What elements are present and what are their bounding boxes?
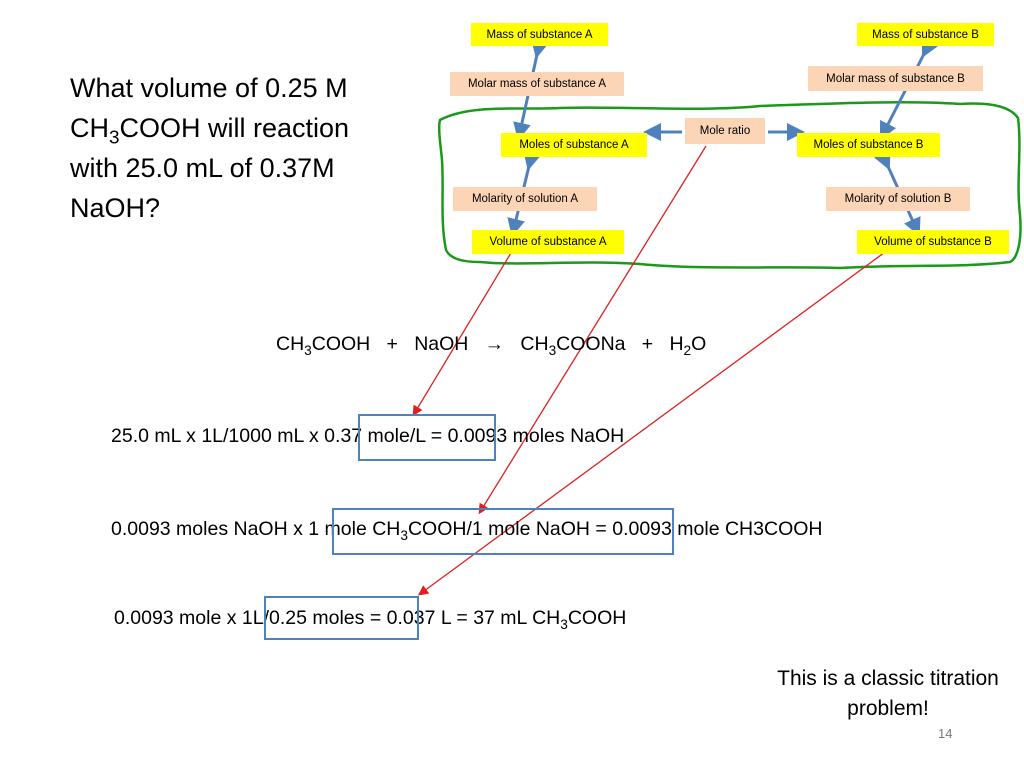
- green-outline: [437, 101, 1022, 270]
- closing-line-1: This is a classic titration: [777, 667, 999, 690]
- red-arrow-mole-ratio: [478, 145, 707, 515]
- highlight-molarity-naoh: [358, 414, 496, 461]
- closing-note: This is a classic titration problem!: [752, 664, 1024, 724]
- calculation-step-2: 0.0093 moles NaOH x 1 mole CH3COOH/1 mol…: [111, 518, 823, 543]
- box-molar-mass-substance-a: Molar mass of substance A: [450, 72, 624, 96]
- highlight-molarity-acetic-acid: [264, 596, 419, 640]
- reaction-arrow: →: [484, 333, 505, 355]
- box-mass-substance-a: Mass of substance A: [471, 23, 608, 46]
- chemical-equation: CH3COOH + NaOH → CH3COONa + H2O: [276, 333, 707, 358]
- red-arrow-volume-a: [412, 237, 521, 417]
- box-moles-substance-b: Moles of substance B: [797, 133, 940, 157]
- box-molarity-solution-b: Molarity of solution B: [826, 187, 970, 211]
- box-mole-ratio: Mole ratio: [685, 118, 765, 144]
- box-molarity-solution-a: Molarity of solution A: [453, 187, 597, 211]
- box-volume-substance-b: Volume of substance B: [857, 230, 1009, 254]
- box-molar-mass-substance-b: Molar mass of substance B: [808, 66, 983, 91]
- question-text: What volume of 0.25 M CH3COOH will react…: [70, 68, 415, 228]
- question-line-4: NaOH?: [70, 193, 161, 223]
- red-arrow-volume-b: [417, 243, 897, 596]
- calculation-step-3: 0.0093 mole x 1L/0.25 moles = 0.037 L = …: [114, 607, 627, 632]
- box-moles-substance-a: Moles of substance A: [501, 133, 647, 157]
- question-line-3: with 25.0 mL of 0.37M: [70, 153, 335, 183]
- box-mass-substance-b: Mass of substance B: [857, 23, 994, 46]
- question-line-1: What volume of 0.25 M: [70, 73, 348, 103]
- arrow-mass-b-to-moles-b: [879, 37, 939, 141]
- page-number: 14: [938, 726, 953, 741]
- box-volume-substance-a: Volume of substance A: [472, 230, 624, 254]
- closing-line-2: problem!: [847, 697, 929, 720]
- highlight-mole-ratio: [332, 508, 674, 555]
- question-line-2: CH3COOH will reaction: [70, 113, 350, 149]
